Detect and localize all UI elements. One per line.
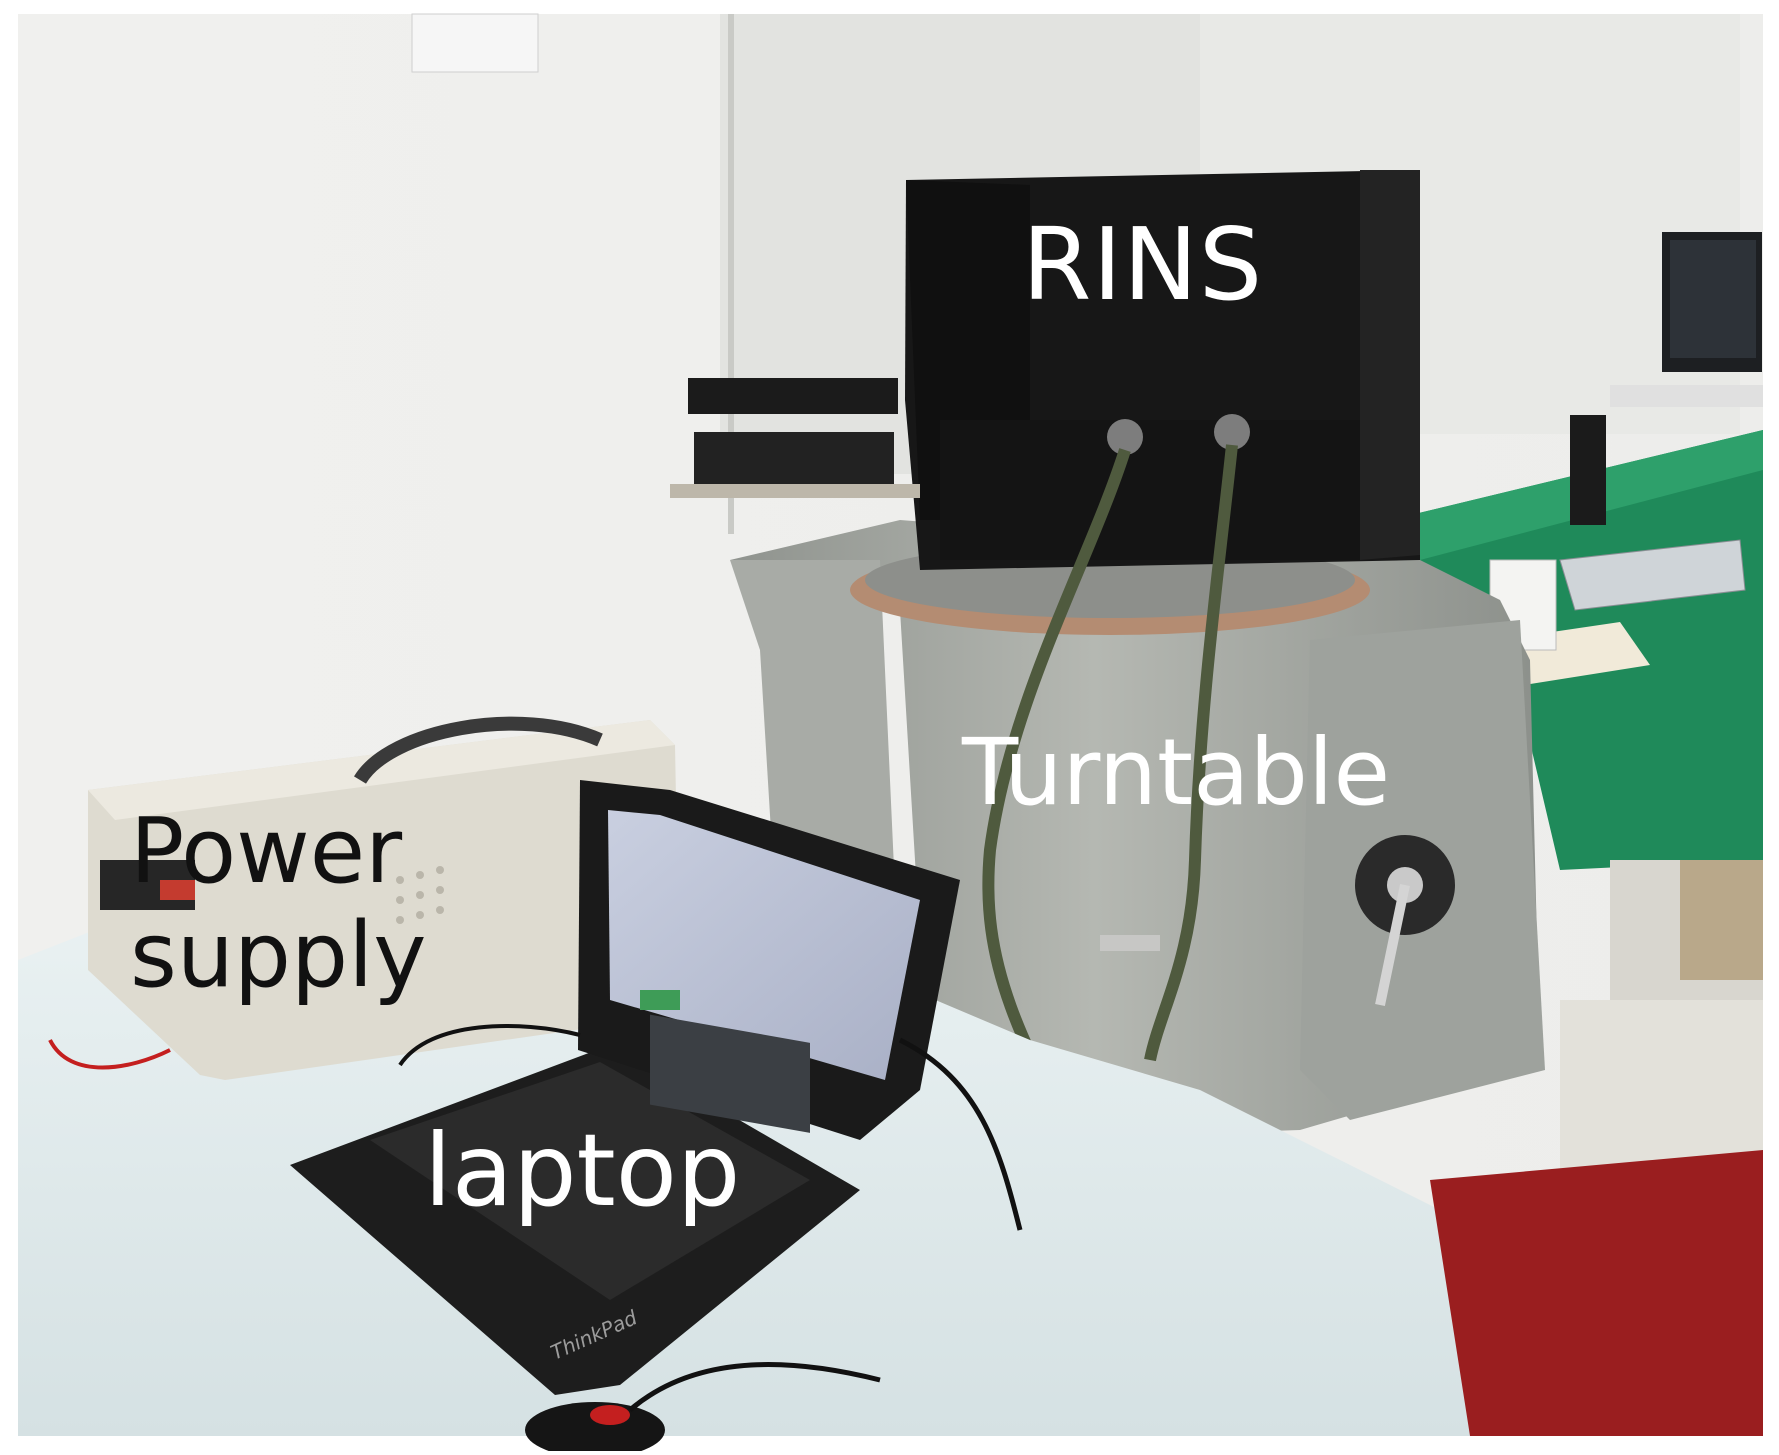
laptop-screen [608,810,920,1080]
power-supply-label-line1: Power [130,799,403,904]
instrument-box [688,378,898,414]
power-supply-label-line2: supply [130,903,427,1008]
laptop-label: laptop [424,1112,741,1229]
power-supply [88,720,680,1080]
power-supply-label: Power supply [130,800,426,1008]
wall-switch [411,13,539,73]
rins-label: RINS [1022,206,1264,323]
turntable-label: Turntable [962,719,1391,826]
